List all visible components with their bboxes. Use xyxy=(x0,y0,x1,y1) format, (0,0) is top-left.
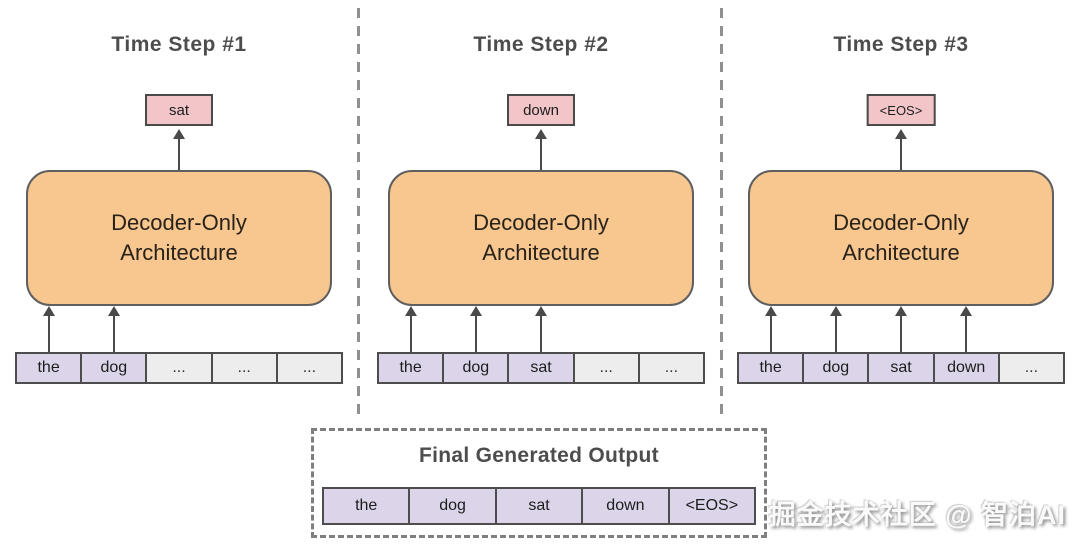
token-label: down xyxy=(947,359,986,376)
token-cell: down xyxy=(581,487,670,525)
token-cell: the xyxy=(377,352,445,384)
decoder-box: Decoder-Only Architecture xyxy=(388,170,694,306)
token-label: ... xyxy=(302,359,317,376)
token-label: ... xyxy=(237,359,251,376)
up-arrow-icon xyxy=(894,306,908,354)
token-cell: dog xyxy=(802,352,870,384)
token-label: the xyxy=(37,359,60,376)
token-cell: sat xyxy=(494,487,584,525)
token-label: down xyxy=(606,497,645,514)
up-arrow-icon xyxy=(534,129,548,170)
panel-separator-dashed-line xyxy=(357,8,360,418)
time-step-3-panel: Time Step #3 <EOS> Decoder-Only Architec… xyxy=(722,0,1080,420)
token-cell: the xyxy=(322,487,411,525)
token-cell: ... xyxy=(145,352,213,384)
up-arrow-icon xyxy=(107,306,121,354)
token-label: dog xyxy=(822,359,850,376)
token-cell: dog xyxy=(442,352,510,384)
token-cell: sat xyxy=(507,352,575,384)
final-output-token-row: the dog sat down <EOS> xyxy=(322,487,757,525)
input-token-row: the dog sat ... ... xyxy=(377,352,706,384)
token-label: the xyxy=(355,497,378,514)
output-token-box: down xyxy=(507,94,575,126)
final-generated-output-box: Final Generated Output the dog sat down … xyxy=(311,428,767,538)
token-cell: ... xyxy=(275,352,344,384)
input-token-row: the dog ... ... ... xyxy=(15,352,344,384)
token-cell: the xyxy=(15,352,83,384)
token-cell: dog xyxy=(408,487,497,525)
up-arrow-icon xyxy=(404,306,418,354)
up-arrow-icon xyxy=(172,129,186,170)
token-cell: the xyxy=(737,352,805,384)
time-step-2-title: Time Step #2 xyxy=(473,33,609,56)
decoder-box: Decoder-Only Architecture xyxy=(26,170,332,306)
final-output-title: Final Generated Output xyxy=(419,444,659,467)
token-cell: ... xyxy=(637,352,706,384)
token-cell: down xyxy=(932,352,1000,384)
token-label: the xyxy=(759,359,782,376)
token-label: sat xyxy=(528,497,550,514)
token-cell: dog xyxy=(80,352,148,384)
token-label: dog xyxy=(462,359,490,376)
output-token-box: <EOS> xyxy=(866,94,936,126)
time-step-1-panel: Time Step #1 sat Decoder-Only Architectu… xyxy=(0,0,358,420)
token-cell: sat xyxy=(867,352,935,384)
up-arrow-icon xyxy=(894,129,908,170)
token-label: ... xyxy=(1024,359,1039,376)
token-label: ... xyxy=(664,359,679,376)
token-cell: <EOS> xyxy=(667,487,757,525)
up-arrow-icon xyxy=(469,306,483,354)
token-label: ... xyxy=(599,359,613,376)
token-cell: ... xyxy=(997,352,1066,384)
panel-separator-dashed-line xyxy=(720,8,723,418)
token-label: dog xyxy=(439,497,466,514)
up-arrow-icon xyxy=(534,306,548,354)
input-token-row: the dog sat down ... xyxy=(737,352,1066,384)
token-label: the xyxy=(399,359,422,376)
token-label: sat xyxy=(890,359,912,376)
up-arrow-icon xyxy=(42,306,56,354)
token-label: dog xyxy=(100,359,128,376)
up-arrow-icon xyxy=(764,306,778,354)
up-arrow-icon xyxy=(959,306,973,354)
token-cell: ... xyxy=(210,352,278,384)
token-label: sat xyxy=(530,359,552,376)
watermark-text: 掘金技术社区 @ 智泊AI xyxy=(768,500,1066,530)
token-label: ... xyxy=(172,359,186,376)
time-step-3-title: Time Step #3 xyxy=(833,33,969,56)
time-step-1-title: Time Step #1 xyxy=(111,33,247,56)
up-arrow-icon xyxy=(829,306,843,354)
time-step-2-panel: Time Step #2 down Decoder-Only Architect… xyxy=(360,0,722,420)
token-cell: ... xyxy=(572,352,640,384)
decoder-box: Decoder-Only Architecture xyxy=(748,170,1054,306)
output-token-box: sat xyxy=(145,94,213,126)
token-label: <EOS> xyxy=(685,497,739,514)
